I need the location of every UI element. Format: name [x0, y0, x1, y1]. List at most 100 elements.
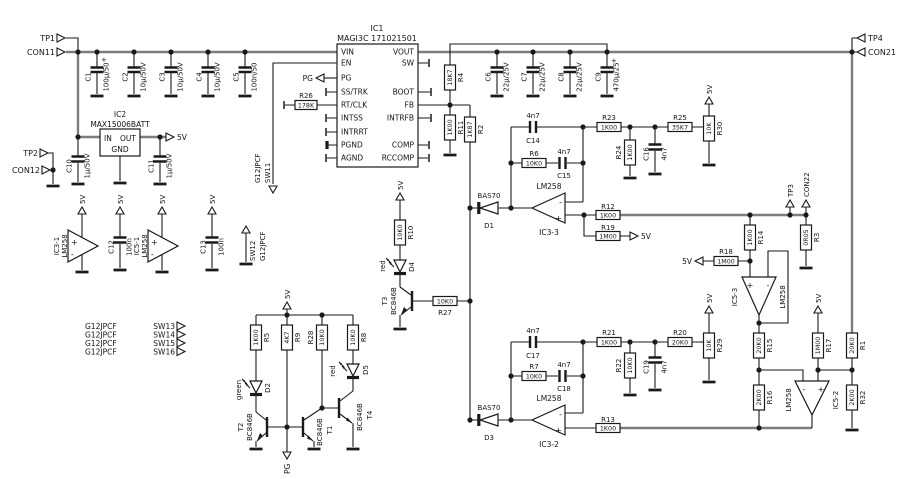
transistor-t3[interactable]: T3 BC846B — [381, 287, 414, 315]
capacitor-c15[interactable]: 4n7 C15 — [557, 148, 571, 180]
testpoint-tp2[interactable]: TP2 — [22, 148, 50, 158]
testpoint-tp3[interactable]: TP3 — [785, 184, 795, 208]
resistor-r27[interactable]: 10K0 R27 — [432, 295, 458, 318]
ic2-regulator[interactable]: IC2 MAX15006BATT IN OUT GND — [90, 110, 150, 157]
c19-name: C19 — [643, 360, 651, 374]
resistor-r9[interactable]: 4K7 R9 — [280, 324, 303, 351]
c11-value: 1µ/50V — [166, 153, 174, 178]
capacitor-c8[interactable]: C8 22µ/25V — [558, 62, 584, 92]
resistor-r20[interactable]: R20 20K0 — [667, 329, 693, 348]
ic1-power-module[interactable]: IC1 MAGI3C 171021501 VIN EN PG SS/TRK RT… — [283, 24, 432, 168]
switch-sw16[interactable]: G12JPCF SW16 — [85, 346, 187, 357]
capacitor-c7[interactable]: C7 22µ/25V — [521, 62, 547, 92]
capacitor-c17[interactable]: 4n7 C17 — [526, 327, 540, 360]
transistor-t1[interactable]: BC846B T1 — [301, 417, 334, 446]
net-pg-ic1[interactable]: PG — [303, 73, 325, 83]
resistor-r23[interactable]: R23 1K00 — [596, 114, 622, 133]
capacitor-c4[interactable]: C4 10µ/50V — [196, 62, 222, 92]
resistor-r11[interactable]: 1K00 R11 — [443, 114, 466, 141]
capacitor-c2[interactable]: C2 10µ/50V — [122, 62, 148, 92]
diode-d2-led[interactable]: green D2 — [235, 378, 272, 400]
resistor-r1[interactable]: 20K0 R1 — [845, 332, 868, 359]
capacitor-c16[interactable]: C16 4n7 — [643, 143, 669, 161]
capacitor-c18[interactable]: 4n7 C18 — [557, 361, 571, 393]
capacitor-c19[interactable]: C19 4n7 — [643, 356, 669, 374]
r20-name: R20 — [673, 329, 687, 337]
ic1-pin-agnd: AGND — [341, 154, 363, 163]
resistor-r3-shunt[interactable]: 0R05 R3 — [799, 224, 822, 251]
resistor-r15[interactable]: 20K0 R15 — [752, 332, 775, 359]
opamp-ic5-3[interactable]: + - IC5-3 LM258 — [731, 276, 787, 317]
tp4-arrow-icon — [855, 33, 866, 43]
capacitor-c3[interactable]: C3 10µ/50V — [159, 62, 185, 92]
resistor-r10[interactable]: 5V 10K0 R10 — [393, 181, 416, 246]
connector-con12[interactable]: CON12 — [12, 165, 52, 175]
r18-5v-arrow-icon — [693, 256, 704, 266]
capacitor-c6[interactable]: C6 22µ/25V — [485, 62, 511, 92]
diode-d5-led[interactable]: red D5 — [329, 361, 370, 380]
r29-name: R29 — [716, 339, 724, 353]
capacitor-c5[interactable]: C5 100n/50 — [233, 62, 259, 91]
opamp-ic3-2[interactable]: LM258 - + IC3-2 — [530, 394, 566, 449]
r11-name: R11 — [457, 121, 465, 135]
resistor-r13[interactable]: R13 1K00 — [595, 416, 621, 434]
connector-con21[interactable]: CON21 — [855, 47, 896, 57]
resistor-r5[interactable]: 1K00 R5 — [249, 324, 272, 351]
resistor-r16[interactable]: 2K00 R16 — [752, 384, 775, 411]
resistor-r8[interactable]: 10K0 R8 — [346, 324, 369, 351]
capacitor-c9[interactable]: + C9 470µ/25 — [595, 57, 621, 92]
capacitor-c11[interactable]: C11 1µ/50V — [148, 153, 174, 178]
switch-sw13[interactable]: G12JPCF SW13 — [85, 321, 187, 331]
capacitor-c10[interactable]: C10 1µ/50V — [66, 153, 92, 178]
transistor-t4[interactable]: BC846B T4 — [337, 398, 374, 431]
resistor-r28[interactable]: 10K0 R28 — [307, 324, 329, 351]
switch-sw15[interactable]: G12JPCF SW15 — [85, 338, 187, 348]
diode-d3[interactable]: BAS70 D3 — [477, 404, 501, 442]
net-pg-bottom[interactable]: PG — [282, 451, 292, 474]
resistor-r30[interactable]: 5V 10K R30 — [702, 85, 725, 142]
connector-con22[interactable]: CON22 — [801, 172, 811, 208]
capacitor-c14[interactable]: 4n7 C14 — [526, 112, 540, 145]
resistor-r12[interactable]: R12 1K00 — [595, 203, 621, 221]
resistor-r26[interactable]: R26 178K — [294, 92, 318, 111]
resistor-r22[interactable]: 10K0 R22 — [615, 352, 637, 379]
switch-sw14[interactable]: G12JPCF SW14 — [85, 329, 187, 340]
resistor-r32[interactable]: 2K00 R32 — [845, 384, 868, 411]
capacitor-c12[interactable]: 5V C12 100n — [108, 195, 134, 256]
capacitor-c13[interactable]: 5V C13 100n — [200, 195, 226, 256]
resistor-r24[interactable]: 1K00 R24 — [615, 139, 637, 166]
opamp-ic3-1[interactable]: + - IC3-1 LM258 5V — [53, 195, 100, 263]
capacitor-c1[interactable]: + C1 100µ/50 — [85, 56, 111, 92]
switch-sw12[interactable]: SW12 G12JPCF — [241, 224, 267, 261]
net-5v-out-ldo[interactable]: 5V — [165, 132, 188, 142]
con21-label: CON21 — [868, 48, 896, 57]
opamp-ic5-1[interactable]: + - IC5-1 LM258 5V — [133, 195, 180, 263]
r26-value: 178K — [298, 102, 315, 109]
diode-d4-led[interactable]: red D4 — [379, 257, 416, 276]
c6-name: C6 — [485, 72, 493, 82]
transistor-t2[interactable]: T2 BC846B — [237, 413, 269, 441]
resistor-r6[interactable]: R6 10K0 — [521, 150, 547, 169]
opamp-ic3-3[interactable]: LM258 - + IC3-3 — [530, 182, 566, 237]
resistor-r7[interactable]: R7 10K0 — [521, 363, 547, 382]
testpoint-tp4[interactable]: TP4 — [855, 33, 883, 43]
r8-value: 10K0 — [350, 329, 357, 345]
resistor-r2[interactable]: 1K87 R2 — [463, 116, 486, 143]
r5-name: R5 — [263, 333, 271, 342]
testpoint-tp1[interactable]: TP1 — [39, 33, 67, 43]
diode-d1[interactable]: BAS70 D1 — [477, 192, 501, 230]
resistor-r18[interactable]: 5V R18 1M00 — [682, 248, 739, 267]
resistor-r17[interactable]: 5V 1M00 R17 — [811, 294, 834, 359]
ic5-2-name: IC5-2 — [832, 391, 840, 409]
ic1-pin-boot: BOOT — [393, 88, 415, 97]
resistor-r4[interactable]: 18K7 R4 — [443, 64, 466, 91]
switch-sw11[interactable]: SW11 G12JPCF — [254, 153, 278, 195]
resistor-r19[interactable]: R19 1M00 5V — [595, 224, 652, 242]
resistor-r14[interactable]: 1K00 R14 — [743, 224, 766, 251]
connector-con11[interactable]: CON11 — [27, 47, 67, 57]
resistor-r21[interactable]: R21 1K00 — [596, 329, 622, 348]
net-5v-led-rail[interactable]: 5V — [282, 290, 292, 310]
resistor-r29[interactable]: 5V 10K R29 — [702, 294, 725, 359]
opamp-ic5-2[interactable]: - + LM258 IC5-2 — [785, 380, 840, 417]
resistor-r25[interactable]: R25 35K7 — [667, 114, 693, 133]
